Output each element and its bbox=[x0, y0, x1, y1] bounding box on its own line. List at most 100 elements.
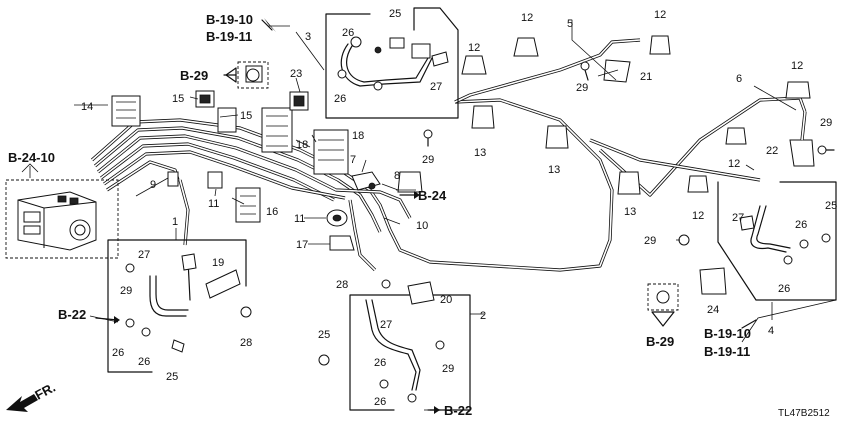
callout-8: 8 bbox=[394, 170, 400, 182]
clip-part-15b bbox=[217, 107, 237, 133]
diagram-code: TL47B2512 bbox=[778, 408, 830, 419]
ref-nut-b29-bottom bbox=[647, 283, 679, 327]
clip-part-13-group bbox=[397, 105, 641, 195]
callout-29c: 29 bbox=[820, 117, 832, 129]
callout-labels: 1 2 3 4 5 6 7 8 9 10 11 11 12 12 12 12 1… bbox=[81, 8, 837, 408]
callout-29b: 29 bbox=[576, 82, 588, 94]
callout-29e: 29 bbox=[120, 285, 132, 297]
callout-28b: 28 bbox=[240, 337, 252, 349]
callout-15b: 15 bbox=[240, 110, 252, 122]
ref-nut-b29-top bbox=[223, 61, 269, 89]
callout-12a: 12 bbox=[521, 12, 533, 24]
callout-12b: 12 bbox=[468, 42, 480, 54]
callout-16: 16 bbox=[266, 206, 278, 218]
callout-19: 19 bbox=[212, 257, 224, 269]
ref-b-22-bottom: B-22 bbox=[444, 403, 472, 418]
callout-2: 2 bbox=[480, 310, 486, 322]
hose-group-2 bbox=[318, 279, 471, 411]
ref-b-22-left: B-22 bbox=[58, 307, 86, 322]
callout-25c: 25 bbox=[318, 329, 330, 341]
ref-b-29-bottom: B-29 bbox=[646, 334, 674, 349]
callout-13a: 13 bbox=[474, 147, 486, 159]
callout-14: 14 bbox=[81, 101, 93, 113]
callout-12d: 12 bbox=[791, 60, 803, 72]
clip-part-18a bbox=[261, 107, 293, 153]
callout-27d: 27 bbox=[732, 212, 744, 224]
callout-25d: 25 bbox=[166, 371, 178, 383]
callout-9: 9 bbox=[150, 179, 156, 191]
callout-26g: 26 bbox=[795, 219, 807, 231]
clip-part-12-group bbox=[461, 35, 811, 193]
callout-7: 7 bbox=[350, 154, 356, 166]
callout-26b: 26 bbox=[334, 93, 346, 105]
ref-b-19-10-bottom: B-19-10 bbox=[704, 326, 751, 341]
callout-11a: 11 bbox=[208, 198, 219, 210]
clip-part-14 bbox=[111, 95, 141, 127]
clip-part-11a bbox=[207, 171, 223, 189]
callout-12c: 12 bbox=[654, 9, 666, 21]
front-direction-arrow-icon bbox=[6, 394, 38, 412]
callout-4: 4 bbox=[768, 325, 774, 337]
ref-b-29-top: B-29 bbox=[180, 68, 208, 83]
callout-17: 17 bbox=[296, 239, 308, 251]
callout-13b: 13 bbox=[548, 164, 560, 176]
callout-27c: 27 bbox=[380, 319, 392, 331]
bolt-part-29-mid bbox=[423, 129, 433, 147]
clip-part-17 bbox=[329, 235, 355, 251]
main-pipe-bundle bbox=[90, 38, 807, 272]
grommet-part-11b bbox=[326, 209, 348, 227]
abs-modulator-unit bbox=[5, 163, 119, 259]
callout-10: 10 bbox=[416, 220, 428, 232]
callout-21: 21 bbox=[640, 71, 652, 83]
callout-3: 3 bbox=[305, 31, 311, 43]
callout-29f: 29 bbox=[442, 363, 454, 375]
hose-group-1 bbox=[107, 239, 252, 373]
reference-labels: B-19-10 B-19-11 B-29 B-24-10 B-24 B-22 B… bbox=[8, 12, 830, 419]
clip-part-16 bbox=[235, 187, 261, 223]
callout-25b: 25 bbox=[825, 200, 837, 212]
ref-b-24-10: B-24-10 bbox=[8, 150, 55, 165]
clip-part-23 bbox=[289, 91, 309, 111]
callout-26e: 26 bbox=[374, 357, 386, 369]
callout-26f: 26 bbox=[374, 396, 386, 408]
callout-6: 6 bbox=[736, 73, 742, 85]
hose-group-3 bbox=[325, 7, 459, 119]
reference-arrows bbox=[95, 18, 757, 414]
clip-part-18b bbox=[313, 129, 349, 175]
bracket-part-7-8 bbox=[351, 171, 381, 191]
callout-26c: 26 bbox=[112, 347, 124, 359]
callout-26a: 26 bbox=[342, 27, 354, 39]
ref-b-24: B-24 bbox=[418, 188, 447, 203]
callout-29a: 29 bbox=[422, 154, 434, 166]
callout-28a: 28 bbox=[336, 279, 348, 291]
callout-18a: 18 bbox=[296, 139, 308, 151]
callout-15a: 15 bbox=[172, 93, 184, 105]
callout-18b: 18 bbox=[352, 130, 364, 142]
callout-12f: 12 bbox=[692, 210, 704, 222]
bracket-part-22 bbox=[789, 111, 815, 167]
callout-24: 24 bbox=[707, 304, 719, 316]
callout-29d: 29 bbox=[644, 235, 656, 247]
callout-27a: 27 bbox=[430, 81, 442, 93]
bracket-part-21 bbox=[603, 59, 631, 83]
callout-25a: 25 bbox=[389, 8, 401, 20]
callout-5: 5 bbox=[567, 18, 573, 30]
callout-22: 22 bbox=[766, 145, 778, 157]
callout-1: 1 bbox=[172, 216, 178, 228]
ref-b-19-11-top: B-19-11 bbox=[206, 29, 252, 44]
callout-26d: 26 bbox=[138, 356, 150, 368]
ref-b-19-10-top: B-19-10 bbox=[206, 12, 253, 27]
callout-23: 23 bbox=[290, 68, 302, 80]
callout-26h: 26 bbox=[778, 283, 790, 295]
union-part-9 bbox=[167, 171, 179, 187]
ref-b-19-11-bottom: B-19-11 bbox=[704, 344, 750, 359]
callout-13c: 13 bbox=[624, 206, 636, 218]
callout-11b: 11 bbox=[294, 213, 305, 225]
callout-27b: 27 bbox=[138, 249, 150, 261]
bolt-part-29-right bbox=[817, 145, 835, 155]
hose-group-4 bbox=[678, 181, 837, 301]
callout-12e: 12 bbox=[728, 158, 740, 170]
clip-part-15a bbox=[195, 90, 215, 108]
